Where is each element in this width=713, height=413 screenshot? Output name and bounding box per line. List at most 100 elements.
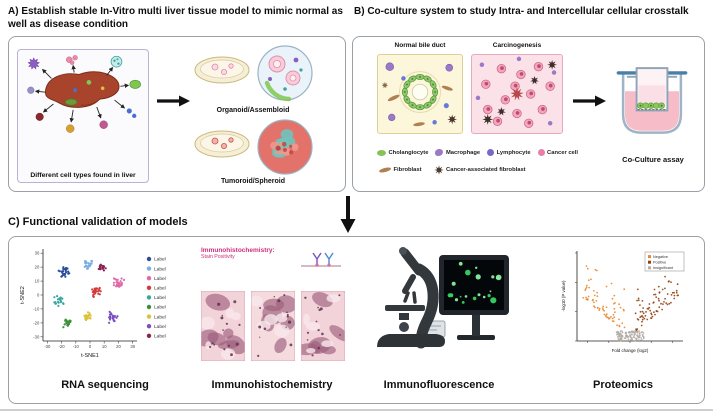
legend-item-cancer-cell: Cancer cell — [537, 149, 578, 156]
panel-a-title: A) Establish stable In-Vitro multi liver… — [8, 6, 343, 30]
antibody-diagram-icon — [301, 252, 341, 267]
svg-text:Negative: Negative — [653, 255, 668, 259]
immunofluorescence-illustration — [377, 247, 509, 349]
svg-text:Label: Label — [154, 324, 166, 330]
svg-text:Label: Label — [154, 305, 166, 311]
svg-text:30: 30 — [35, 251, 40, 256]
panel-a-box: Different cell types found in liver Orga… — [8, 36, 346, 192]
svg-text:-10: -10 — [73, 344, 80, 349]
cancer-cell-icon — [537, 149, 545, 156]
monitor — [439, 255, 509, 340]
svg-text:-30: -30 — [33, 334, 40, 339]
legend-label: Macrophage — [445, 149, 481, 156]
macrophage-icon — [435, 149, 444, 156]
arrow-down-icon — [340, 196, 356, 233]
legend-item-macrophage: Macrophage — [435, 149, 480, 156]
legend-item-cholangiocyte: Cholangiocyte — [377, 149, 429, 156]
arrow-right-icon — [573, 95, 606, 107]
coculture-legend-row-2: Fibroblast Cancer-associated fibroblast — [378, 165, 526, 175]
fluorescent-cells — [447, 261, 502, 304]
caf-icon — [433, 165, 444, 175]
svg-text:Label: Label — [154, 276, 166, 282]
svg-text:0: 0 — [37, 293, 40, 298]
volcano-legend-box — [644, 251, 685, 272]
tsne-xlabel: t-SNE1 — [81, 353, 99, 359]
svg-text:Label: Label — [154, 257, 166, 263]
normal-duct-label: Normal bile duct — [394, 42, 446, 49]
liver-scene — [27, 55, 141, 133]
lymphocyte-icon — [487, 149, 495, 156]
cultured-cells — [637, 102, 665, 109]
panel-c-title: C) Functional validation of models — [8, 216, 188, 228]
ihc-image-3 — [301, 291, 345, 361]
tsne-ylabel: t-SNE2 — [20, 286, 26, 304]
svg-text:-10: -10 — [33, 306, 40, 311]
tsne-points — [53, 259, 126, 329]
ihc-image-2 — [251, 291, 295, 361]
svg-text:-20: -20 — [33, 320, 40, 325]
organoid-zoom-circle — [257, 45, 313, 102]
figure-bottom-border — [0, 409, 713, 411]
organoid-label: Organoid/Assembloid — [216, 107, 290, 114]
legend-label: Fibroblast — [393, 167, 422, 173]
tumoroid-zoom-circle — [257, 119, 313, 175]
bile-duct-ring — [401, 73, 439, 111]
arrow-right-icon — [157, 95, 190, 107]
svg-text:Positive: Positive — [653, 261, 666, 265]
volcano-ylabel: -log10 (P value) — [561, 280, 566, 311]
ihc-header: Immunohistochemistry: — [201, 247, 275, 254]
svg-text:30: 30 — [130, 344, 135, 349]
svg-text:Label: Label — [154, 295, 166, 301]
legend-label: Cancer-associated fibroblast — [446, 167, 526, 173]
volcano-axis-ticks — [575, 252, 673, 343]
coculture-legend-row-1: Cholangiocyte Macrophage Lymphocyte Canc… — [377, 149, 578, 156]
liver-cell-types-illustration: Different cell types found in liver — [17, 49, 149, 183]
ihc-image-1 — [201, 291, 245, 361]
svg-text:Label: Label — [154, 314, 166, 320]
transwell-insert — [626, 67, 678, 112]
tumoroid-label: Tumoroid/Spheroid — [220, 178, 286, 185]
svg-text:10: 10 — [35, 279, 40, 284]
caption-immunofluorescence: Immunofluorescence — [383, 379, 495, 391]
petri-dish-organoid — [194, 56, 250, 84]
legend-label: Cholangiocyte — [388, 149, 429, 156]
coculture-label: Co-Culture assay — [622, 155, 684, 164]
svg-text:-20: -20 — [58, 344, 65, 349]
liver-icon — [45, 71, 120, 108]
carcinogenesis-illustration — [471, 54, 563, 134]
liver-caption: Different cell types found in liver — [30, 172, 136, 179]
carcinogenesis-label: Carcinogenesis — [492, 42, 542, 49]
volcano-xlabel: Fold change (log2) — [612, 348, 649, 353]
caption-rna-sequencing: RNA sequencing — [61, 379, 149, 391]
legend-label: Lymphocyte — [496, 149, 531, 156]
microscope-icon — [377, 247, 445, 349]
tsne-legend: LabelLabelLabelLabelLabelLabelLabelLabel… — [146, 257, 166, 340]
normal-bile-duct-illustration — [377, 54, 463, 134]
tumoroid-texture — [270, 129, 299, 158]
cholangiocyte-icon — [377, 149, 386, 156]
svg-text:10: 10 — [102, 344, 107, 349]
legend-label: Cancer cell — [547, 149, 578, 156]
coculture-assay-illustration — [616, 67, 688, 134]
legend-item-lymphocyte: Lymphocyte — [487, 149, 531, 156]
caption-immunohistochemistry: Immunohistochemistry — [211, 379, 333, 391]
fibroblast-icon — [378, 166, 392, 174]
liver-cell-icons — [27, 55, 141, 133]
svg-text:0: 0 — [89, 344, 92, 349]
cancer-cells — [475, 56, 557, 128]
svg-text:Insignificant: Insignificant — [653, 266, 674, 270]
caption-proteomics: Proteomics — [593, 379, 653, 391]
svg-text:Label: Label — [154, 286, 166, 292]
panel-b-box: Normal bile duct Carcinogenesis — [352, 36, 705, 192]
panel-b-title: B) Co-culture system to study Intra- and… — [354, 6, 689, 17]
legend-item-caf: Cancer-associated fibroblast — [433, 165, 526, 175]
svg-text:20: 20 — [35, 265, 40, 270]
legend-item-fibroblast: Fibroblast — [378, 166, 422, 174]
cell-arrows — [34, 64, 130, 123]
volcano-points — [582, 256, 679, 342]
